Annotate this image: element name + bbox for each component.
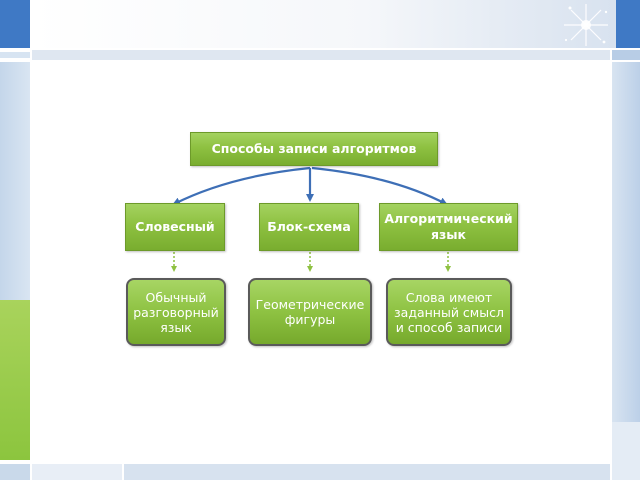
detail-box-algoritmichesky: Слова имеют заданный смысл и способ запи…	[386, 278, 512, 346]
header-separator-right	[612, 50, 640, 60]
arrow-to-algoritmichesky	[311, 166, 448, 205]
right-frame-lower	[612, 422, 640, 480]
detail-label: Слова имеют заданный смысл и способ запи…	[394, 289, 504, 335]
top-header-band	[32, 0, 640, 48]
root-label: Способы записи алгоритмов	[211, 141, 417, 156]
right-frame-column	[612, 62, 640, 422]
detail-label: Геометрические фигуры	[255, 297, 365, 327]
category-box-algoritmichesky: Алгоритмический язык	[379, 203, 518, 251]
category-label: Словесный	[135, 219, 215, 234]
bottom-band-left	[32, 464, 122, 480]
header-separator-left	[0, 52, 30, 58]
detail-label: Обычный разговорный язык	[133, 289, 219, 335]
root-box: Способы записи алгоритмов	[190, 132, 438, 166]
slide-content	[32, 60, 610, 463]
left-frame-column	[0, 62, 30, 300]
detail-box-blok-skhema: Геометрические фигуры	[248, 278, 372, 346]
detail-box-slovesny: Обычный разговорный язык	[126, 278, 226, 346]
sparkle-icon	[564, 4, 608, 46]
category-box-slovesny: Словесный	[125, 203, 225, 251]
left-green-accent	[0, 300, 30, 460]
category-to-detail-arrows	[171, 252, 451, 272]
top-right-blue-bar	[616, 0, 640, 48]
bottom-left-block	[0, 464, 30, 480]
category-label: Алгоритмический язык	[384, 211, 513, 242]
header-separator	[32, 50, 610, 60]
category-label: Блок-схема	[267, 219, 351, 234]
top-left-blue-bar	[0, 0, 30, 48]
arrow-to-slovesny	[172, 166, 311, 205]
root-to-category-arrows	[172, 166, 448, 205]
bottom-band	[124, 464, 610, 480]
category-box-blok-skhema: Блок-схема	[259, 203, 359, 251]
